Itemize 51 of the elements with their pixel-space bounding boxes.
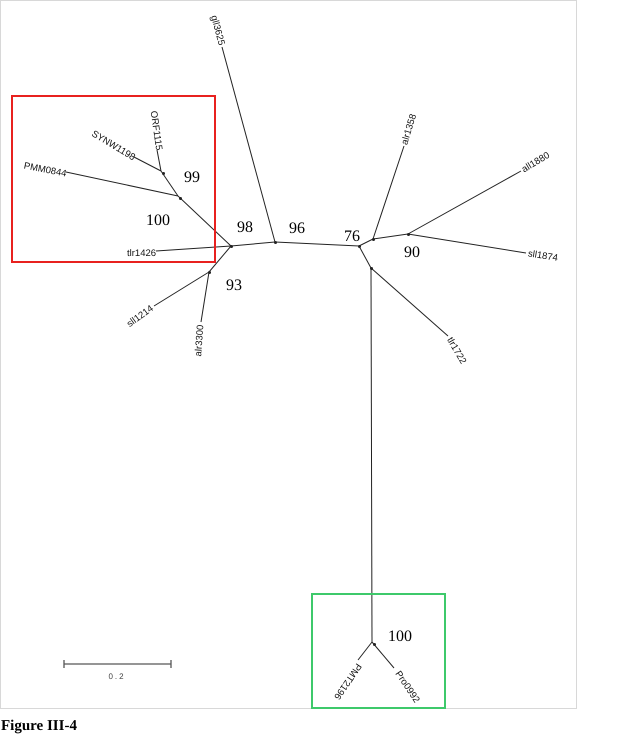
- highlight-frame: [311, 593, 446, 709]
- tree-branch: [230, 242, 276, 246]
- tree-branch: [358, 642, 372, 660]
- tree-branch: [370, 268, 448, 336]
- branch-node: [372, 238, 374, 240]
- tree-branch: [154, 272, 210, 306]
- branch-node: [372, 642, 376, 646]
- bootstrap-value: 100: [388, 629, 412, 645]
- tree-branch: [160, 170, 178, 196]
- taxon-label: PMM0844: [22, 160, 68, 180]
- tree-branch: [156, 246, 232, 252]
- tree-branch: [372, 234, 408, 240]
- taxon-label: ORF1115: [148, 110, 164, 151]
- taxon-label: gll3625: [208, 14, 227, 46]
- tree-branch: [408, 170, 522, 234]
- tree-branch: [274, 242, 360, 246]
- bootstrap-value: 96: [289, 221, 305, 237]
- tree-branch: [208, 246, 232, 272]
- bootstrap-value: 100: [146, 213, 170, 229]
- tree-branch: [156, 150, 162, 172]
- bootstrap-value: 93: [226, 278, 242, 294]
- figure-caption: Figure III-4: [1, 718, 77, 735]
- tree-branch: [372, 146, 404, 240]
- branch-node: [178, 196, 182, 200]
- taxon-label: alr3300: [193, 324, 206, 356]
- branch-node: [358, 244, 360, 248]
- branch-node: [274, 240, 276, 244]
- tree-branch: [134, 156, 162, 172]
- bootstrap-value: 98: [237, 220, 253, 236]
- tree-branch: [408, 234, 526, 254]
- tree-branch: [372, 642, 394, 668]
- tree-branch: [370, 268, 372, 642]
- tree-branch: [358, 246, 372, 268]
- taxon-label: alr1358: [399, 112, 420, 146]
- bootstrap-value: 90: [404, 245, 420, 261]
- branch-node: [406, 232, 410, 236]
- branch-node: [370, 266, 372, 270]
- branch-node: [162, 172, 164, 174]
- tree-branch: [200, 272, 210, 322]
- scale-label: 0.2: [108, 672, 126, 681]
- bootstrap-value: 76: [344, 229, 360, 245]
- branch-node: [230, 244, 232, 248]
- tree-branch: [178, 196, 232, 246]
- taxon-label: sll1874: [527, 248, 559, 264]
- tree-branch: [358, 238, 374, 246]
- taxon-label: tlr1426: [127, 248, 156, 258]
- branch-node: [208, 270, 210, 274]
- highlight-frame: [11, 95, 216, 263]
- tree-branch: [66, 172, 178, 196]
- bootstrap-value: 99: [184, 170, 200, 186]
- tree-branch: [222, 46, 276, 242]
